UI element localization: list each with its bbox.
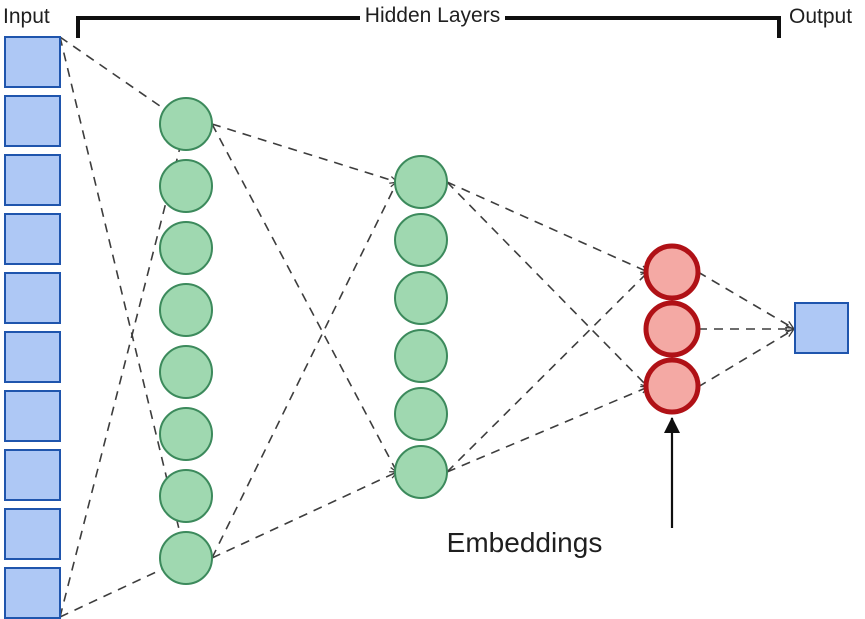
input-layer-label: Input [3, 5, 50, 28]
hidden-layer-1-node-7 [159, 469, 213, 523]
hidden-layer-2-node-1 [394, 155, 448, 209]
embedding-layer-node-3 [643, 357, 701, 415]
connection-input-last-to-hidden1-first [59, 124, 186, 618]
connection-hidden1-last-to-hidden2-first [211, 182, 397, 559]
layer-nodes [4, 36, 849, 619]
input-layer-node-9 [4, 508, 61, 560]
hidden-layer-1-node-1 [159, 97, 213, 151]
input-layer-node-6 [4, 331, 61, 383]
hidden-layers-label: Hidden Layers [0, 4, 865, 27]
hidden-layers-label-text: Hidden Layers [359, 4, 506, 27]
connection-hidden1-first-to-hidden2-first [211, 123, 397, 182]
input-layer-node-4 [4, 213, 61, 265]
input-layer-node-8 [4, 449, 61, 501]
connection-embedding-last-to-output [697, 330, 793, 388]
input-layer-node-3 [4, 154, 61, 206]
connection-embedding-first-to-output [697, 271, 793, 328]
connection-hidden2-first-to-embedding-last [446, 181, 648, 387]
hidden-layer-1-node-4 [159, 283, 213, 337]
connection-hidden2-first-to-embedding-first [446, 181, 648, 272]
output-layer-label: Output [789, 5, 853, 28]
input-layer-node-5 [4, 272, 61, 324]
embedding-layer-node-2 [643, 300, 701, 358]
connection-hidden1-first-to-hidden2-last [211, 123, 397, 472]
hidden-layer-2-node-2 [394, 213, 448, 267]
embedding-layer-node-1 [643, 243, 701, 301]
output-layer-node-1 [794, 302, 849, 354]
input-layer-node-2 [4, 95, 61, 147]
embeddings-label: Embeddings [0, 527, 865, 559]
hidden-layer-2-node-4 [394, 329, 448, 383]
hidden-layer-1-node-5 [159, 345, 213, 399]
embeddings-label-text: Embeddings [446, 527, 603, 558]
hidden-layer-2-node-5 [394, 387, 448, 441]
hidden-layer-1-node-2 [159, 159, 213, 213]
input-layer-node-7 [4, 390, 61, 442]
hidden-layer-1-node-8 [159, 531, 213, 585]
input-layer-node-10 [4, 567, 61, 619]
connection-hidden2-last-to-embedding-first [446, 272, 648, 473]
connection-hidden1-last-to-hidden2-last [211, 472, 397, 559]
input-layer-node-1 [4, 36, 61, 88]
hidden-layer-1-node-3 [159, 221, 213, 275]
hidden-layer-2-node-3 [394, 271, 448, 325]
hidden-layer-2-node-6 [394, 445, 448, 499]
hidden-layer-1-node-6 [159, 407, 213, 461]
connection-hidden2-last-to-embedding-last [446, 387, 648, 473]
